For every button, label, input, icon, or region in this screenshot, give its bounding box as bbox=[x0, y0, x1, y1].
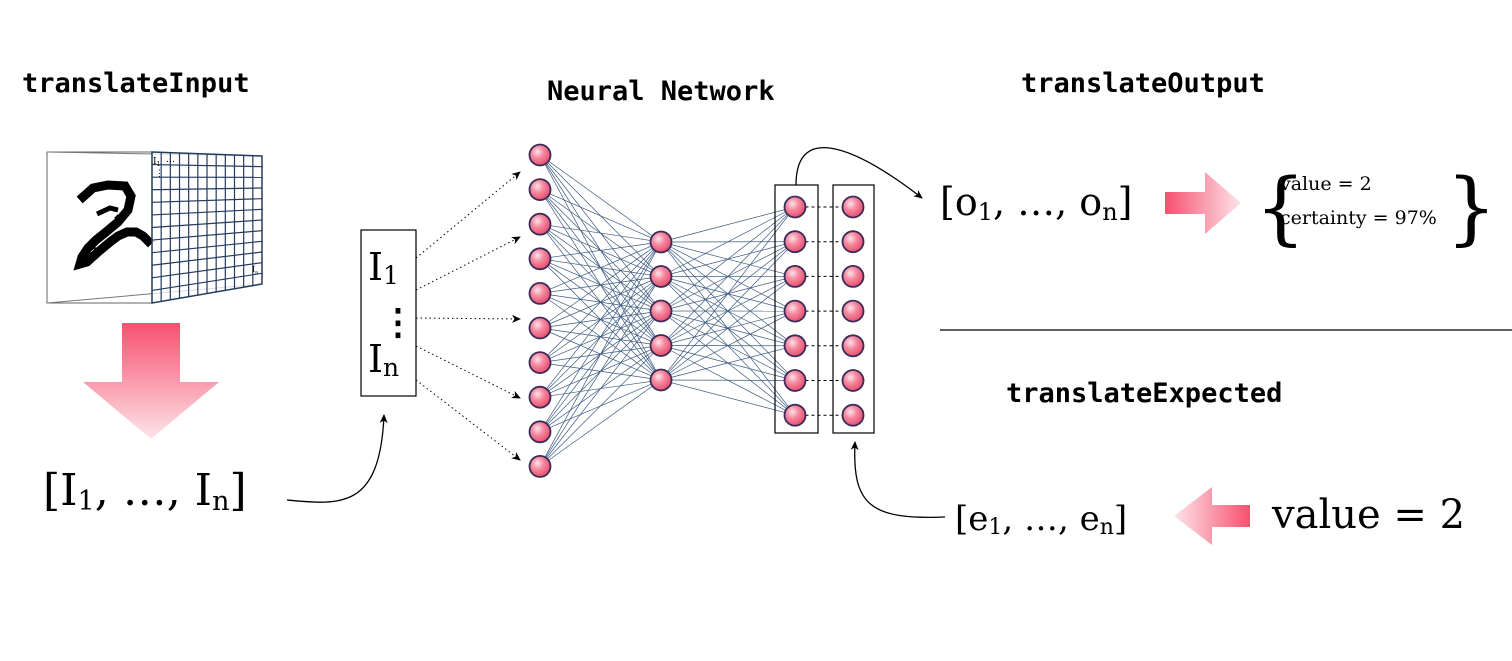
output-vector-label: [o1, …, on] bbox=[940, 180, 1132, 226]
right-arrow-icon bbox=[1165, 172, 1241, 234]
neuron-expected bbox=[841, 230, 865, 254]
neuron-output bbox=[783, 264, 807, 288]
neuron-expected bbox=[841, 403, 865, 427]
neuron-output bbox=[783, 403, 807, 427]
connection-hidden-output bbox=[660, 379, 796, 416]
grid-ellipsis-vertical: ⋮ bbox=[155, 169, 164, 179]
neuron-input bbox=[528, 281, 552, 305]
connection-input-hidden bbox=[539, 241, 662, 329]
network-connections bbox=[539, 154, 796, 467]
connection-input-hidden bbox=[539, 189, 662, 243]
neuron-expected bbox=[841, 334, 865, 358]
connection-hidden-output bbox=[660, 206, 796, 243]
network-neurons bbox=[528, 143, 865, 478]
input-to-box-curve bbox=[286, 414, 388, 503]
neuron-output bbox=[783, 299, 807, 323]
pixel-grid-row bbox=[151, 272, 263, 292]
connection-hidden-output bbox=[660, 206, 796, 346]
neuron-hidden bbox=[649, 265, 673, 288]
connection-input-hidden bbox=[539, 345, 662, 467]
title-translate-output: translateOutput bbox=[1021, 68, 1265, 99]
grid-label-first: I1 bbox=[153, 157, 160, 168]
neuron-input bbox=[528, 351, 552, 375]
expected-to-box-curve bbox=[850, 441, 946, 519]
neuron-expected bbox=[841, 264, 865, 288]
grid-label-last: In bbox=[252, 265, 259, 276]
neuron-hidden bbox=[649, 368, 673, 392]
neuron-input bbox=[528, 143, 552, 167]
neuron-hidden bbox=[649, 230, 673, 254]
dotted-arrow bbox=[415, 236, 521, 291]
connection-hidden-output bbox=[660, 276, 796, 381]
neuron-hidden bbox=[649, 299, 673, 323]
connection-input-hidden bbox=[539, 241, 662, 294]
digit-stroke-detail bbox=[82, 205, 124, 254]
connection-hidden-output bbox=[660, 345, 796, 381]
connection-input-hidden bbox=[539, 241, 662, 363]
neuron-input bbox=[528, 420, 552, 444]
connection-hidden-output bbox=[660, 241, 796, 381]
neuron-input bbox=[528, 247, 552, 271]
pixel-grid-row bbox=[151, 262, 263, 279]
connection-hidden-output bbox=[660, 379, 796, 381]
output-to-expected-dashes bbox=[805, 206, 843, 416]
neuron-expected bbox=[841, 299, 865, 323]
input-box-top-label: I1 bbox=[368, 245, 399, 290]
connection-input-hidden bbox=[539, 241, 662, 467]
dotted-arrow bbox=[415, 345, 521, 399]
connection-input-hidden bbox=[539, 154, 662, 243]
expected-layer-box bbox=[832, 184, 875, 434]
result-open-brace: { bbox=[1255, 161, 1306, 254]
input-box-dots: ⋮ bbox=[380, 301, 416, 343]
dotted-arrow bbox=[415, 314, 521, 323]
neuron-input bbox=[528, 178, 552, 202]
down-arrow-icon bbox=[83, 323, 219, 439]
neuron-hidden bbox=[649, 334, 673, 357]
neuron-expected bbox=[841, 195, 865, 219]
connection-hidden-output bbox=[660, 310, 796, 381]
neuron-output bbox=[783, 369, 807, 392]
grid-ellipsis-horizontal: … bbox=[166, 155, 175, 165]
connection-input-hidden bbox=[539, 241, 662, 432]
neuron-output bbox=[783, 230, 807, 254]
connection-hidden-output bbox=[660, 206, 796, 277]
connection-hidden-output bbox=[660, 206, 796, 312]
connection-input-hidden bbox=[539, 223, 662, 243]
neuron-output bbox=[783, 334, 807, 358]
connection-input-hidden bbox=[539, 276, 662, 467]
result-certainty: certainty = 97% bbox=[1280, 207, 1437, 229]
left-arrow-icon bbox=[1174, 487, 1250, 545]
expected-vector-label: [e1, …, en] bbox=[955, 499, 1127, 540]
expected-value-label: value = 2 bbox=[1271, 492, 1465, 538]
input-dotted-arrows bbox=[415, 171, 521, 461]
neuron-input bbox=[528, 316, 552, 340]
input-vector-label: [I1, …, In] bbox=[43, 465, 247, 517]
pixel-grid bbox=[151, 151, 263, 304]
connection-input-hidden bbox=[539, 241, 662, 260]
neuron-input bbox=[528, 454, 552, 478]
neuron-input bbox=[528, 385, 552, 409]
connection-input-hidden bbox=[539, 241, 662, 398]
dotted-arrow bbox=[415, 379, 521, 461]
title-neural-network: Neural Network bbox=[547, 76, 775, 107]
title-translate-input: translateInput bbox=[22, 68, 250, 99]
result-close-brace: } bbox=[1446, 161, 1497, 254]
neuron-expected bbox=[841, 369, 865, 392]
result-value: value = 2 bbox=[1279, 173, 1372, 195]
neuron-input bbox=[528, 212, 552, 236]
neuron-output bbox=[783, 195, 807, 219]
input-box-bottom-label: In bbox=[368, 337, 399, 382]
input-box bbox=[360, 229, 417, 397]
connection-input-hidden bbox=[539, 379, 662, 467]
connection-input-hidden bbox=[539, 310, 662, 467]
output-to-vector-curve bbox=[795, 147, 923, 199]
title-translate-expected: translateExpected bbox=[1006, 378, 1282, 409]
connection-hidden-output bbox=[660, 206, 796, 381]
digit-image-group: I1 … ⋮ In bbox=[46, 151, 263, 304]
